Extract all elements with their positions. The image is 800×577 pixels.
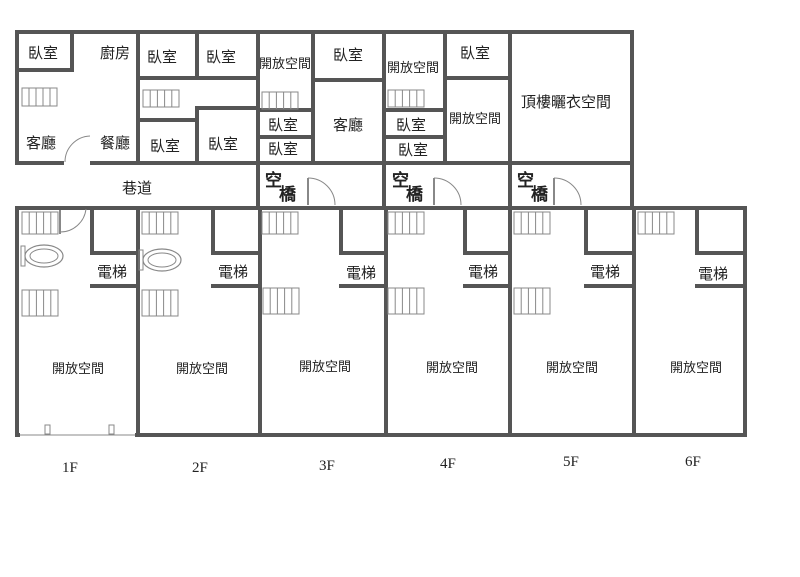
svg-text:橋: 橋 bbox=[279, 184, 297, 205]
stairs-outline bbox=[141, 211, 179, 235]
svg-text:空: 空 bbox=[517, 170, 534, 191]
toilet-seat bbox=[147, 252, 177, 268]
toilet-bowl bbox=[24, 244, 64, 268]
stairs-outline bbox=[142, 89, 180, 108]
elevator-label: 電梯 bbox=[698, 265, 728, 283]
room-label-living: 客廳 bbox=[26, 134, 56, 152]
door-swing bbox=[307, 177, 336, 206]
stairs-icon bbox=[141, 211, 179, 235]
stairs-icon bbox=[262, 287, 300, 315]
stairs-icon bbox=[141, 289, 179, 317]
room-label-bedroom: 臥室 bbox=[28, 44, 58, 62]
gate-post bbox=[108, 424, 115, 435]
stairs-icon bbox=[637, 211, 675, 235]
stairs-icon bbox=[387, 89, 425, 108]
elevator-label: 電梯 bbox=[346, 264, 376, 282]
toilet-icon bbox=[138, 248, 182, 272]
door-icon bbox=[64, 135, 91, 163]
stairs-icon bbox=[21, 289, 59, 317]
svg-text:橋: 橋 bbox=[531, 184, 549, 205]
room-label-bedroom: 臥室 bbox=[333, 46, 363, 64]
room-label-dining: 餐廳 bbox=[100, 134, 130, 152]
room-label-open-space: 開放空間 bbox=[387, 61, 439, 76]
room-label-open-space: 開放空間 bbox=[449, 112, 501, 127]
room-label-living: 客廳 bbox=[333, 116, 363, 134]
svg-text:空: 空 bbox=[265, 170, 282, 191]
room-label-bedroom: 臥室 bbox=[396, 116, 426, 134]
stairs-icon bbox=[261, 91, 299, 110]
stairs-icon bbox=[261, 211, 299, 235]
stairs-icon bbox=[142, 89, 180, 108]
room-label-bedroom: 臥室 bbox=[268, 116, 298, 134]
stairs-outline bbox=[21, 289, 59, 317]
floor-label-2f: 2F bbox=[192, 460, 208, 476]
open-space-label: 開放空間 bbox=[299, 360, 351, 375]
stairs-icon bbox=[387, 211, 425, 235]
door-icon bbox=[553, 177, 582, 206]
open-space-label: 開放空間 bbox=[546, 361, 598, 376]
room-label-bedroom: 臥室 bbox=[398, 141, 428, 159]
open-space-label: 開放空間 bbox=[52, 362, 104, 377]
floor-label-6f: 6F bbox=[685, 454, 701, 470]
elevator-label: 電梯 bbox=[218, 263, 248, 281]
room-label-rooftop-drying: 頂樓曬衣空間 bbox=[521, 93, 611, 111]
stairs-outline bbox=[637, 211, 675, 235]
door-swing bbox=[553, 177, 582, 206]
room-label-bedroom: 臥室 bbox=[460, 44, 490, 62]
walls bbox=[15, 30, 747, 437]
elevator-label: 電梯 bbox=[97, 263, 127, 281]
stairs-outline bbox=[387, 89, 425, 108]
toilet-icon bbox=[20, 244, 64, 268]
stairs-outline bbox=[387, 211, 425, 235]
floor-label-4f: 4F bbox=[440, 456, 456, 472]
elevator-label: 電梯 bbox=[468, 263, 498, 281]
alley-label: 巷道 bbox=[122, 179, 152, 197]
fixtures bbox=[20, 87, 675, 438]
room-label-kitchen: 廚房 bbox=[100, 44, 130, 62]
stairs-outline bbox=[513, 211, 551, 235]
door-swing bbox=[433, 177, 462, 206]
floor-label-3f: 3F bbox=[319, 458, 335, 474]
floor-label-1f: 1F bbox=[62, 460, 78, 476]
room-label-bedroom: 臥室 bbox=[208, 135, 238, 153]
svg-text:橋: 橋 bbox=[406, 184, 424, 205]
stairs-outline bbox=[261, 211, 299, 235]
room-label-bedroom: 臥室 bbox=[268, 140, 298, 158]
room-label-bedroom: 臥室 bbox=[206, 48, 236, 66]
room-label-bedroom: 臥室 bbox=[147, 48, 177, 66]
stairs-icon bbox=[513, 287, 551, 315]
gate-post bbox=[44, 424, 51, 435]
open-space-label: 開放空間 bbox=[426, 361, 478, 376]
stairs-outline bbox=[513, 287, 551, 315]
stairs-outline bbox=[21, 211, 59, 235]
toilet-tank bbox=[138, 249, 144, 271]
open-space-label: 開放空間 bbox=[176, 362, 228, 377]
bridge-label: 空 橋 空 橋 空 橋 bbox=[265, 170, 549, 205]
door-icon bbox=[433, 177, 462, 206]
stairs-outline bbox=[387, 287, 425, 315]
toilet-bowl bbox=[142, 248, 182, 272]
door-icon bbox=[59, 208, 87, 233]
stairs-icon bbox=[513, 211, 551, 235]
stairs-outline bbox=[141, 289, 179, 317]
room-label-bedroom: 臥室 bbox=[150, 137, 180, 155]
toilet-seat bbox=[29, 248, 59, 264]
stairs-outline bbox=[261, 91, 299, 110]
toilet-tank bbox=[20, 245, 26, 267]
door-icon bbox=[307, 177, 336, 206]
floor-label-5f: 5F bbox=[563, 454, 579, 470]
stairs-icon bbox=[21, 87, 58, 107]
stairs-outline bbox=[21, 87, 58, 107]
open-space-label: 開放空間 bbox=[670, 361, 722, 376]
stairs-icon bbox=[387, 287, 425, 315]
stairs-outline bbox=[262, 287, 300, 315]
stairs-icon bbox=[21, 211, 59, 235]
elevator-label: 電梯 bbox=[590, 263, 620, 281]
room-label-open-space: 開放空間 bbox=[259, 57, 311, 72]
svg-text:空: 空 bbox=[392, 170, 409, 191]
